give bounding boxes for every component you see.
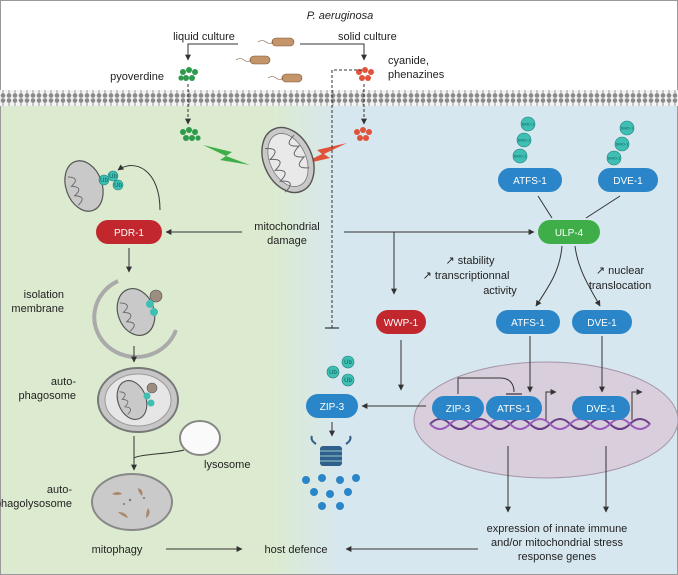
svg-text:SMO-1: SMO-1 xyxy=(616,142,629,147)
zip3-nuc-label: ZIP-3 xyxy=(446,404,471,415)
svg-text:Ub: Ub xyxy=(114,183,122,189)
pyoverdine-cluster-inside xyxy=(180,127,201,141)
bacteria-icon xyxy=(235,37,303,83)
dve1-pill xyxy=(572,310,632,334)
expression-line1: expression of innate immune xyxy=(487,523,628,535)
mitophagy-label: mitophagy xyxy=(92,544,143,556)
mito-damage-line2: damage xyxy=(267,235,307,247)
phenazines-label: phenazines xyxy=(388,69,445,81)
pyoverdine-label: pyoverdine xyxy=(110,71,164,83)
zip3-cyto-label: ZIP-3 xyxy=(320,402,345,413)
ub-dot-1 xyxy=(146,300,154,308)
debris-fragments xyxy=(112,488,150,518)
solid-culture-label: solid culture xyxy=(338,31,397,43)
dve1-sumo-label: DVE-1 xyxy=(613,176,643,187)
atfs1-to-ulp4-line xyxy=(537,195,553,219)
svg-text:Ub: Ub xyxy=(344,378,352,384)
atfs1-inhibits-zip3 xyxy=(457,377,515,394)
svg-text:Ub: Ub xyxy=(109,174,117,180)
pdr1-label: PDR-1 xyxy=(114,228,144,239)
dve1-promoter-arrow xyxy=(631,389,643,420)
pdr1-ub-arrow xyxy=(117,164,161,211)
autophagosome-label-2: phagosome xyxy=(19,390,77,402)
atfs1-sumo-pill xyxy=(498,168,562,192)
svg-text:SMO-1: SMO-1 xyxy=(522,122,535,127)
nuclear-line2: translocation xyxy=(589,280,651,292)
degraded-peptides xyxy=(302,474,360,510)
mito-damage-line1: mitochondrial xyxy=(254,221,319,233)
cyanide-label: cyanide, xyxy=(388,55,429,67)
stability-line1: ↗ stability xyxy=(446,255,495,267)
dve1-nuc-pill xyxy=(572,396,630,420)
pyoverdine-cluster-outside xyxy=(178,67,198,81)
svg-text:SMO-1: SMO-1 xyxy=(608,156,621,161)
autophagolysosome-label-2: phagolysosome xyxy=(0,498,72,510)
ub-chain-top: Ub Ub Ub xyxy=(98,170,124,191)
dve1-sumo-pill xyxy=(598,168,658,192)
lysosome-label: lysosome xyxy=(204,459,250,471)
svg-text:SMO-1: SMO-1 xyxy=(518,138,531,143)
isolation-membrane-arc xyxy=(92,279,178,359)
dve1-label: DVE-1 xyxy=(587,318,617,329)
cyanide-cluster-outside xyxy=(356,67,374,81)
ulp4-label: ULP-4 xyxy=(555,228,584,239)
atfs1-label: ATFS-1 xyxy=(511,318,545,329)
proteasome-icon xyxy=(310,435,352,466)
svg-text:SMO-1: SMO-1 xyxy=(621,126,634,131)
receptor-dot-1 xyxy=(149,289,163,303)
wwp1-label: WWP-1 xyxy=(384,318,419,329)
cell-membrane xyxy=(0,90,678,106)
receptor-dot-2 xyxy=(146,382,158,394)
sumo-chain-atfs1: SMO-1 SMO-1 SMO-1 xyxy=(512,116,536,164)
svg-text:Ub: Ub xyxy=(344,360,352,366)
wwp1-pill xyxy=(376,310,426,334)
lysosome-icon xyxy=(179,420,221,456)
pdr1-pill xyxy=(96,220,162,244)
zip3-ub-chain: Ub Ub Ub xyxy=(326,355,355,387)
lysosome-merge-arrow xyxy=(133,449,185,459)
damaged-mitochondrion-icon xyxy=(261,126,315,194)
isolation-label-1: isolation xyxy=(24,289,64,301)
green-damage-bolt xyxy=(203,145,250,165)
host-defence-label: host defence xyxy=(265,544,328,556)
ub-dot-4 xyxy=(147,399,155,407)
dve1-nuc-label: DVE-1 xyxy=(586,404,616,415)
expression-line3: response genes xyxy=(518,551,597,563)
atfs1-nuc-label: ATFS-1 xyxy=(497,404,531,415)
isolation-label-2: membrane xyxy=(11,303,64,315)
stability-line2: ↗ transcriptionnal xyxy=(423,270,510,282)
solid-culture-arrow xyxy=(300,43,367,61)
nuclear-line1: ↗ nuclear xyxy=(596,265,645,277)
autophagolysosome-icon xyxy=(91,473,173,531)
ub-dot-2 xyxy=(150,308,158,316)
autophagosome-label-1: auto- xyxy=(51,376,76,388)
autophagolysosome-label-1: auto- xyxy=(47,484,72,496)
svg-text:Ub: Ub xyxy=(329,370,337,376)
svg-text:Ub: Ub xyxy=(100,178,108,184)
dve1-to-ulp4-line xyxy=(585,195,621,219)
svg-text:SMO-1: SMO-1 xyxy=(514,154,527,159)
zip3-cyto-pill xyxy=(306,394,358,418)
atfs1-pill xyxy=(496,310,560,334)
sumo-chain-dve1: SMO-1 SMO-1 SMO-1 xyxy=(606,120,635,166)
stability-line3: activity xyxy=(483,285,517,297)
cyanide-cluster-inside xyxy=(354,127,372,141)
atfs1-promoter-arrow xyxy=(545,389,557,420)
zip3-nuc-pill xyxy=(432,396,484,420)
atfs1-sumo-label: ATFS-1 xyxy=(513,176,547,187)
liquid-culture-arrow xyxy=(185,43,238,61)
ulp4-pill xyxy=(538,220,600,244)
atfs1-nuc-pill xyxy=(486,396,542,420)
ulp4-to-dve1-arrow xyxy=(574,245,601,307)
organism-title: P. aeruginosa xyxy=(307,10,373,22)
ub-dot-3 xyxy=(143,392,151,400)
expression-line2: and/or mitochondrial stress xyxy=(491,537,624,549)
ulp4-to-atfs1-arrow xyxy=(535,245,563,307)
dna-helix xyxy=(429,418,651,430)
cyanide-inhibition-line xyxy=(331,69,362,328)
liquid-culture-label: liquid culture xyxy=(173,31,235,43)
